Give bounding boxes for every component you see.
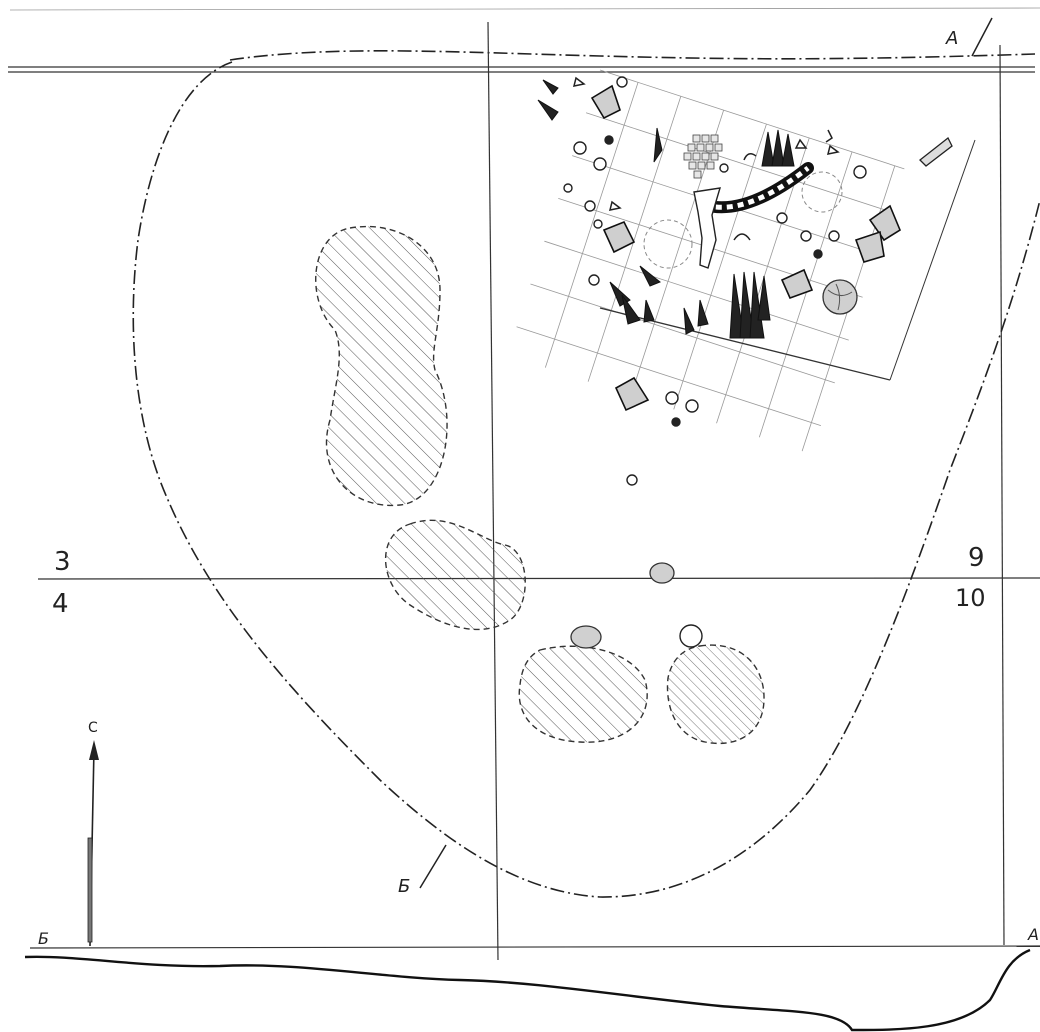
stone-cracks [827,283,853,311]
grid-label-9: 9 [968,543,985,573]
elongated-pit [315,225,448,507]
pit-near-center [384,519,526,631]
north-label: С [88,720,98,736]
label-a-top: А [945,28,958,49]
knife-fragment [919,136,953,167]
north-arrow [87,740,99,947]
label-b-left: Б [38,929,49,948]
small-finds [563,76,867,486]
pit-bottom-right [666,644,765,744]
belt-chain-links [704,166,810,210]
section-line-b [29,945,1040,949]
grid-label-10: 10 [955,584,986,612]
vessel-2 [602,220,636,254]
section-line-a [9,7,1040,61]
pit-bottom-left [518,645,648,743]
arrowhead-bundle [729,271,771,339]
label-b-boundary: Б [398,876,410,897]
arrowheads-lower-left [609,265,709,335]
small-hooks [572,76,840,241]
section-b-tick [419,844,447,889]
label-a-right: А [1027,925,1039,944]
hearth-ring-right [801,171,843,213]
grid-label-3: 3 [54,547,71,577]
grid-lines [8,21,1040,961]
sword-hilt [693,187,721,269]
stone-above-pit [570,625,602,649]
arrowheads-top-left [537,79,663,163]
post-hole-small [679,624,703,648]
bead-cluster [683,134,723,179]
stone-on-axis [649,562,675,584]
finds-grid-edge-right [889,139,976,381]
vessel-6 [614,376,650,412]
vessel-5 [780,268,814,300]
dwelling-boundary [132,61,1040,898]
vessel-4 [854,230,885,263]
grid-label-4: 4 [52,589,69,619]
vessel-1 [590,84,621,120]
ground-profile [24,948,1031,1032]
arrowhead-cluster-center [761,129,795,167]
hearth-ring-left [643,219,693,269]
